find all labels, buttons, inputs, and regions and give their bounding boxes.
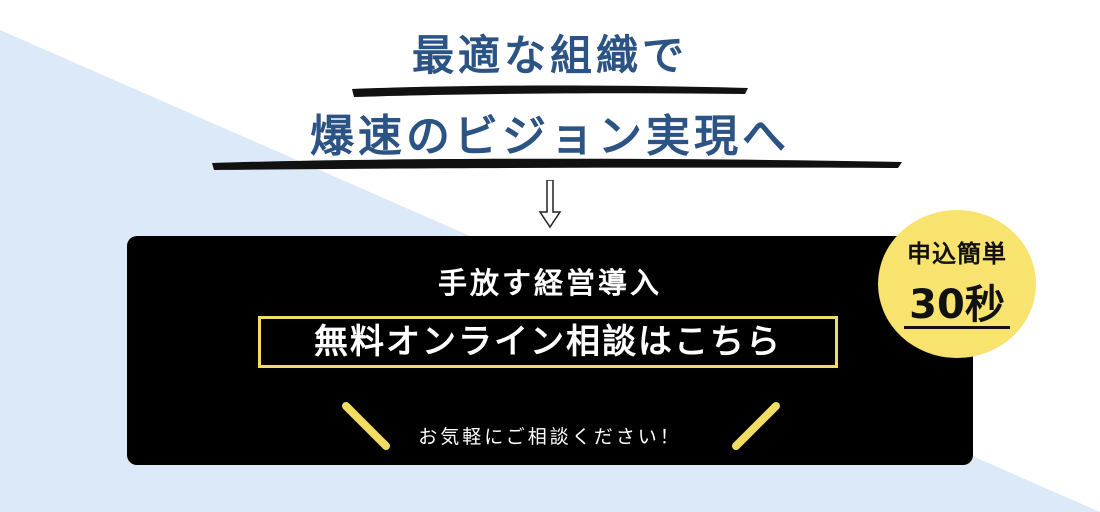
cta-note: お気軽にご相談ください！ [418,426,682,448]
headline-line-2: 爆速のビジョン実現へ [310,111,790,162]
down-arrow-icon [538,180,562,229]
headline-line-1: 最適な組織で [411,31,688,80]
cta-main-label: 無料オンライン相談はこちら [258,316,838,368]
cta-subtitle: 手放す経営導入 [437,266,662,300]
sparkle-right-icon [732,402,780,450]
online-consultation-cta[interactable]: 手放す経営導入 無料オンライン相談はこちら お気軽にご相談ください！ [127,236,973,465]
quick-apply-badge[interactable]: 申込簡単 30秒 [878,210,1036,358]
badge-underline [904,326,1010,329]
badge-title: 申込簡単 [907,240,1007,268]
sparkle-left-icon [342,402,390,450]
badge-number: 30秒 [909,282,1005,328]
